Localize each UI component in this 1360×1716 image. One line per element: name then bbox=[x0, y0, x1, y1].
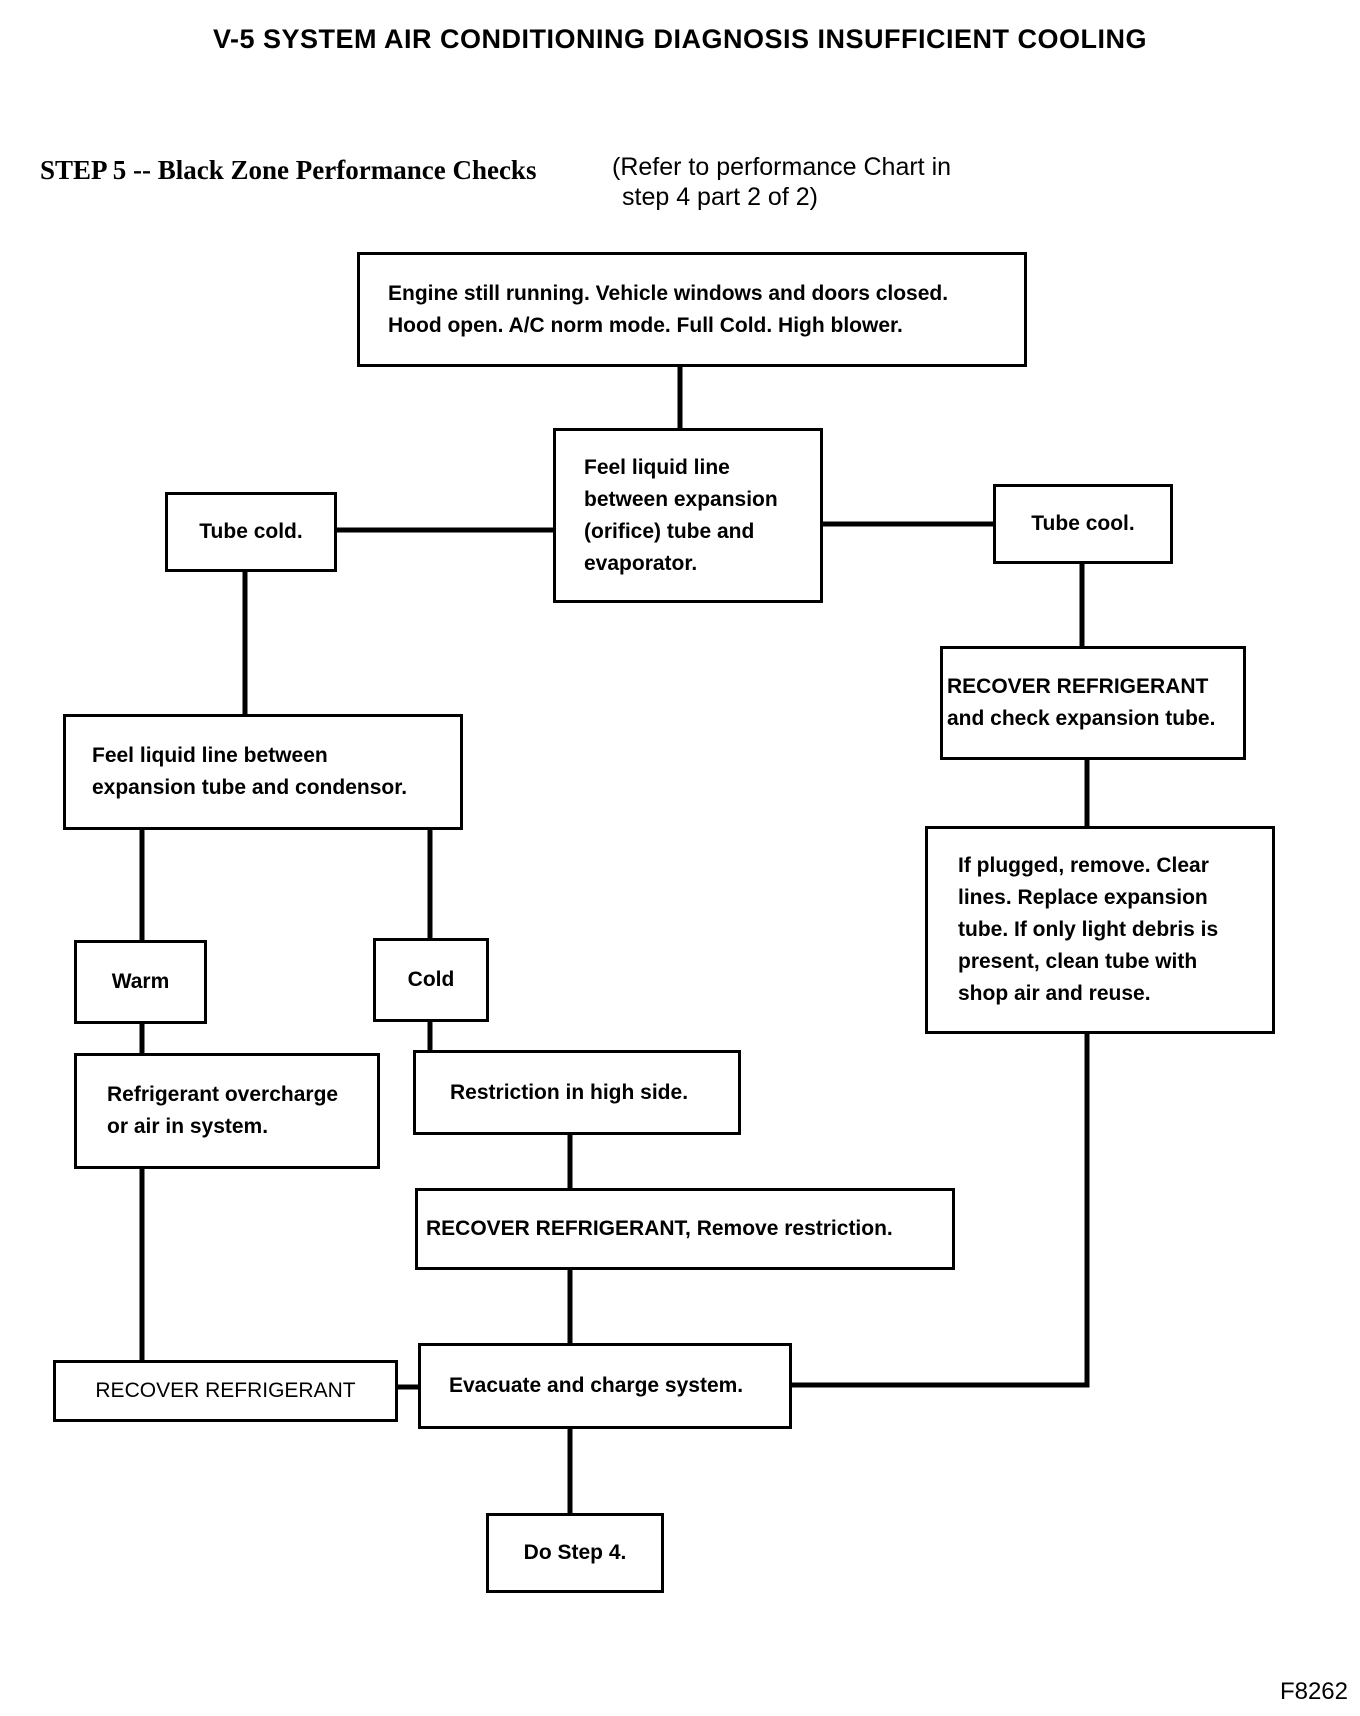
node-recover: RECOVER REFRIGERANT bbox=[53, 1360, 398, 1422]
node-restriction-text: Restriction in high side. bbox=[450, 1080, 689, 1104]
step-note: (Refer to performance Chart in step 4 pa… bbox=[612, 152, 1032, 212]
node-recover-remove: RECOVER REFRIGERANT, Remove restriction. bbox=[415, 1188, 955, 1270]
page-title: V-5 SYSTEM AIR CONDITIONING DIAGNOSIS IN… bbox=[212, 24, 1148, 54]
node-recover-check-tube-text: RECOVER REFRIGERANT and check expansion … bbox=[947, 675, 1216, 730]
node-do-step4-text: Do Step 4. bbox=[523, 1541, 627, 1564]
node-feel-cond-text: Feel liquid line between expansion tube … bbox=[92, 744, 408, 799]
step-note-line2: step 4 part 2 of 2) bbox=[622, 183, 818, 211]
figure-id: F8262 bbox=[1279, 1678, 1348, 1705]
node-tube-cool-text: Tube cool. bbox=[1031, 512, 1135, 535]
node-tube-cold: Tube cold. bbox=[165, 492, 337, 572]
node-cold-text: Cold bbox=[407, 968, 455, 991]
node-evacuate: Evacuate and charge system. bbox=[418, 1343, 792, 1429]
node-restriction: Restriction in high side. bbox=[413, 1050, 741, 1135]
node-feel-evap: Feel liquid line between expansion (orif… bbox=[553, 428, 823, 603]
step-heading: STEP 5 -- Black Zone Performance Checks bbox=[40, 155, 537, 185]
node-evacuate-text: Evacuate and charge system. bbox=[449, 1374, 744, 1397]
node-tube-cool: Tube cool. bbox=[993, 484, 1173, 564]
node-feel-evap-text: Feel liquid line between expansion (orif… bbox=[584, 455, 778, 575]
node-warm: Warm bbox=[74, 940, 207, 1024]
node-overcharge-text: Refrigerant overcharge or air in system. bbox=[107, 1083, 339, 1138]
node-start: Engine still running. Vehicle windows an… bbox=[357, 252, 1027, 367]
node-recover-remove-text: RECOVER REFRIGERANT, Remove restriction. bbox=[426, 1217, 893, 1240]
node-recover-text: RECOVER REFRIGERANT bbox=[95, 1379, 356, 1402]
node-plugged: If plugged, remove. Clear lines. Replace… bbox=[925, 826, 1275, 1034]
node-start-text: Engine still running. Vehicle windows an… bbox=[388, 281, 949, 337]
node-do-step4: Do Step 4. bbox=[486, 1513, 664, 1593]
node-recover-check-tube: RECOVER REFRIGERANT and check expansion … bbox=[940, 646, 1246, 760]
node-overcharge: Refrigerant overcharge or air in system. bbox=[74, 1053, 380, 1169]
step-note-line1: (Refer to performance Chart in bbox=[612, 153, 952, 181]
node-feel-cond: Feel liquid line between expansion tube … bbox=[63, 714, 463, 830]
node-plugged-text: If plugged, remove. Clear lines. Replace… bbox=[958, 854, 1219, 1005]
node-cold: Cold bbox=[373, 938, 489, 1022]
connector-plugged-to-evacuate bbox=[787, 1029, 1090, 1388]
node-tube-cold-text: Tube cold. bbox=[199, 520, 303, 543]
node-warm-text: Warm bbox=[111, 970, 170, 993]
